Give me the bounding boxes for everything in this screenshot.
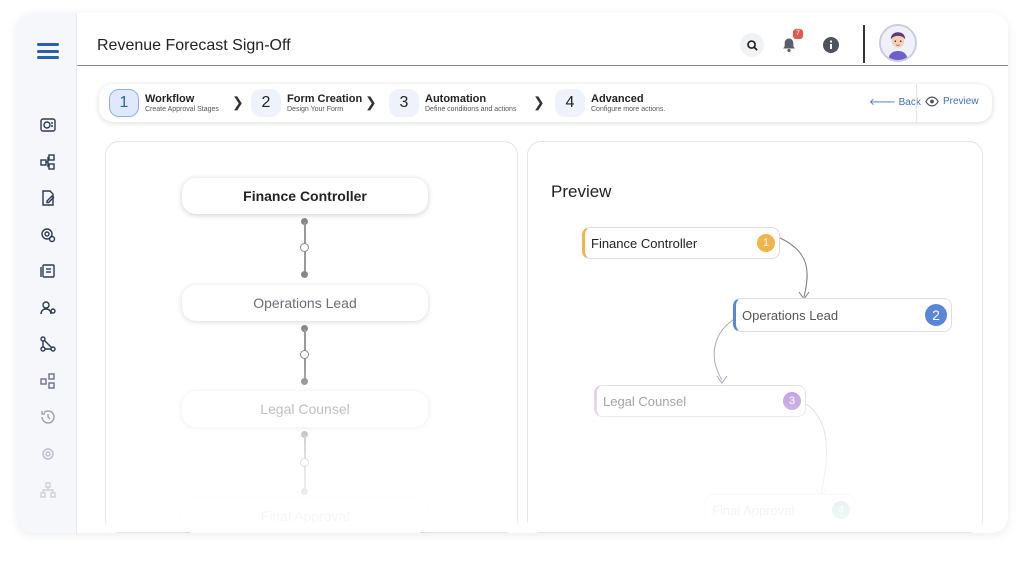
step-subtitle: Define conditions and actions xyxy=(425,106,517,113)
header-divider xyxy=(863,25,865,63)
connector-dot xyxy=(301,218,308,225)
preview-node-label: Operations Lead xyxy=(742,307,839,323)
workflow-icon[interactable] xyxy=(38,152,58,172)
step-number: 3 xyxy=(389,89,419,117)
connector-dot xyxy=(301,488,308,495)
step-title: Advanced xyxy=(591,93,644,105)
chevron-right-icon: ❯ xyxy=(232,94,244,110)
workflow-node[interactable]: Operations Lead xyxy=(182,285,428,321)
step-title: Automation xyxy=(425,93,487,105)
workflow-node[interactable]: Finance Controller xyxy=(182,178,428,214)
step-form-creation[interactable]: 2 Form Creation Design Your Form xyxy=(251,89,362,117)
connector-dot xyxy=(301,378,308,385)
preview-button[interactable]: Preview xyxy=(925,96,979,107)
notification-bell-icon[interactable]: 7 xyxy=(777,29,803,57)
workflow-editor-panel: Finance Controller Operations Lead Legal… xyxy=(105,141,518,533)
avatar[interactable] xyxy=(879,24,917,62)
step-title: Form Creation xyxy=(287,93,363,105)
page-title: Revenue Forecast Sign-Off xyxy=(97,37,291,54)
step-number: 4 xyxy=(555,89,585,117)
eye-icon xyxy=(925,96,939,107)
chevron-right-icon: ❯ xyxy=(533,94,545,110)
dashboard-icon[interactable] xyxy=(38,115,58,135)
users-settings-icon[interactable] xyxy=(38,298,58,318)
app-window: Revenue Forecast Sign-Off 7 1 xyxy=(17,13,1008,533)
sidebar xyxy=(17,13,77,533)
connector-dot xyxy=(301,271,308,278)
preview-label: Preview xyxy=(943,96,979,107)
preview-node[interactable]: Finance Controller 1 xyxy=(582,227,780,259)
preview-node-number: 3 xyxy=(783,392,801,410)
back-label: Back xyxy=(898,97,921,108)
step-subtitle: Create Approval Stages xyxy=(145,106,219,113)
step-subtitle: Design Your Form xyxy=(287,106,344,113)
add-stage-icon[interactable] xyxy=(300,458,309,467)
add-stage-icon[interactable] xyxy=(300,350,309,359)
info-icon[interactable] xyxy=(819,33,843,57)
step-workflow[interactable]: 1 Workflow Create Approval Stages xyxy=(109,89,219,117)
preview-node-label: Finance Controller xyxy=(591,235,698,251)
preview-node-number: 1 xyxy=(757,234,775,252)
history-icon[interactable] xyxy=(38,407,58,427)
step-subtitle: Configure more actions. xyxy=(591,106,666,113)
integrations-icon[interactable] xyxy=(38,444,58,464)
preview-panel: Preview Finance Controller 1 Operations … xyxy=(527,141,983,533)
connector-dot xyxy=(301,325,308,332)
workflow-node[interactable]: Legal Counsel xyxy=(182,391,428,427)
document-list-icon[interactable] xyxy=(38,261,58,281)
settings-gear-icon[interactable] xyxy=(38,225,58,245)
form-edit-icon[interactable] xyxy=(38,188,58,208)
chevron-right-icon: ❯ xyxy=(365,94,377,110)
header: Revenue Forecast Sign-Off 7 xyxy=(77,13,1008,66)
step-title: Workflow xyxy=(145,93,195,105)
search-icon[interactable] xyxy=(740,33,764,57)
preview-title: Preview xyxy=(551,182,612,201)
arrow-left-icon: 🡐 xyxy=(869,97,896,108)
notification-badge: 7 xyxy=(793,29,803,39)
step-automation[interactable]: 3 Automation Define conditions and actio… xyxy=(389,89,516,117)
preview-node-number: 2 xyxy=(925,304,947,326)
preview-arrows xyxy=(713,237,827,497)
preview-node-label: Legal Counsel xyxy=(603,393,687,409)
back-button[interactable]: 🡐 Back xyxy=(869,96,921,108)
hierarchy-icon[interactable] xyxy=(38,334,58,354)
modules-icon[interactable] xyxy=(38,371,58,391)
menu-icon[interactable] xyxy=(37,43,59,59)
org-chart-icon[interactable] xyxy=(38,480,58,500)
preview-node[interactable]: Final Approval 4 xyxy=(705,494,855,526)
step-number: 1 xyxy=(109,89,139,117)
preview-node[interactable]: Legal Counsel 3 xyxy=(594,385,806,417)
preview-node[interactable]: Operations Lead 2 xyxy=(733,298,952,332)
add-stage-icon[interactable] xyxy=(300,243,309,252)
step-number: 2 xyxy=(251,89,281,117)
preview-node-label: Final Approval xyxy=(712,502,795,518)
preview-node-number: 4 xyxy=(832,501,850,519)
stepper: 1 Workflow Create Approval Stages ❯ 2 Fo… xyxy=(99,84,992,122)
stepper-divider xyxy=(916,84,917,122)
workflow-node[interactable]: Final Approval xyxy=(182,498,428,533)
step-advanced[interactable]: 4 Advanced Configure more actions. xyxy=(555,89,665,117)
